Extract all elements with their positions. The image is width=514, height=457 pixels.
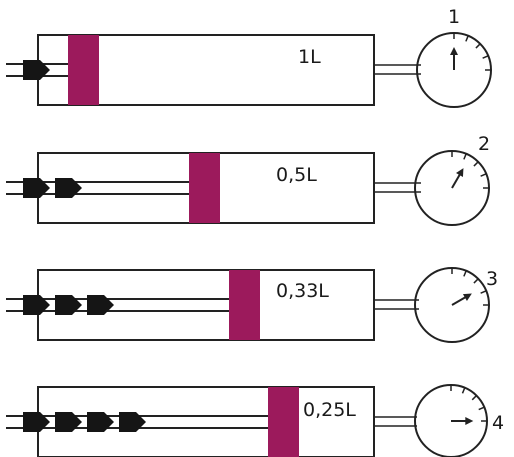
pressure-gauge-icon [414, 384, 488, 457]
push-arrows-3 [23, 295, 114, 315]
gauge-needle-tip-3 [462, 293, 472, 301]
arrow-right-icon [55, 412, 82, 432]
push-arrows-1 [23, 60, 50, 80]
gauge-tick [463, 153, 467, 160]
piston-4 [268, 387, 299, 457]
gauge-tick [475, 43, 481, 49]
gauge-tick [463, 270, 467, 277]
volume-label-2: 0,5L [276, 164, 317, 186]
gauge-ticks-2 [451, 151, 489, 189]
pressure-gauge-icon [414, 267, 490, 343]
gauge-tick [480, 290, 487, 294]
row-1: 1L 1 [6, 6, 492, 108]
arrow-right-icon [119, 412, 146, 432]
gauge-number-4: 4 [492, 412, 504, 434]
row-4: 0,25L 4 [6, 384, 504, 457]
piston-1 [68, 35, 99, 105]
volume-label-3: 0,33L [276, 280, 329, 302]
gauge-tick [482, 55, 489, 59]
arrow-right-icon [23, 60, 50, 80]
gauge-needle-tip-1 [450, 47, 458, 56]
piston-2 [189, 153, 220, 223]
volume-label-4: 0,25L [303, 399, 356, 421]
gauge-tick [478, 406, 485, 411]
arrow-right-icon [23, 295, 50, 315]
gauge-tick [461, 387, 466, 394]
arrow-right-icon [23, 412, 50, 432]
gauge-tick [465, 35, 469, 42]
gauge-number-2: 2 [478, 133, 490, 155]
pressure-gauge-icon [416, 32, 492, 108]
gauge-number-1: 1 [448, 6, 460, 28]
gauge-ticks-3 [451, 268, 489, 306]
gauge-number-3: 3 [486, 268, 498, 290]
arrow-right-icon [55, 178, 82, 198]
gauge-tick [471, 395, 477, 401]
arrow-right-icon [87, 295, 114, 315]
push-arrows-4 [23, 412, 146, 432]
gauge-ticks-1 [453, 33, 491, 71]
piston-3 [229, 270, 260, 340]
arrow-right-icon [87, 412, 114, 432]
gauge-needle-tip-2 [456, 168, 464, 178]
gauge-tick [480, 173, 487, 177]
gauge-ticks-4 [450, 385, 487, 422]
arrow-right-icon [55, 295, 82, 315]
volume-label-1: 1L [298, 46, 321, 68]
push-arrows-2 [23, 178, 82, 198]
row-3: 0,33L 3 [6, 267, 498, 343]
pressure-gauge-icon [414, 150, 490, 226]
arrow-right-icon [23, 178, 50, 198]
gauge-needle-tip-4 [465, 417, 474, 425]
row-2: 0,5L 2 [6, 133, 490, 226]
gauge-tick [473, 278, 479, 284]
gauge-tick [473, 161, 479, 167]
